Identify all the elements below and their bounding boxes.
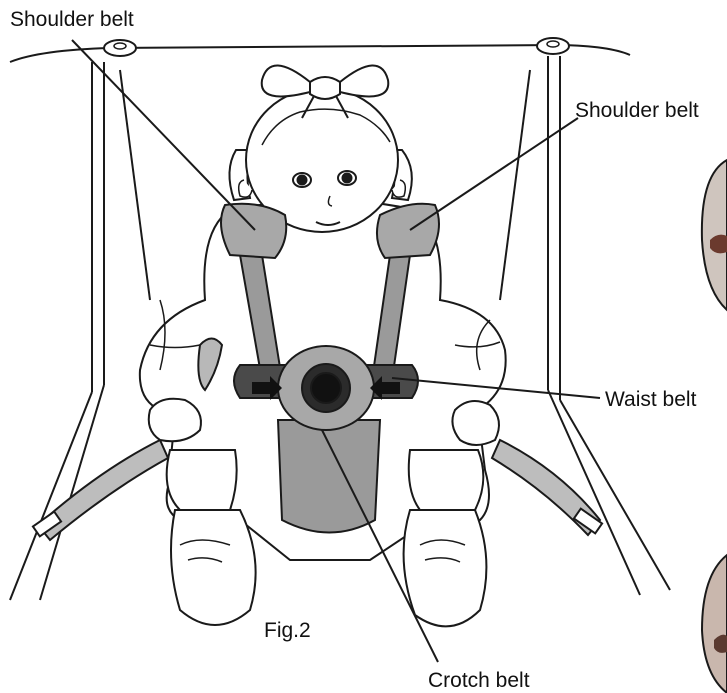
frame-knob-left	[104, 40, 136, 56]
side-strap-right	[492, 440, 602, 535]
baby-leg-right	[404, 450, 487, 626]
label-shoulder-belt-left: Shoulder belt	[10, 9, 134, 30]
detail-photo-top	[702, 160, 727, 310]
baby-hand-right	[452, 401, 499, 445]
frame-knob-right	[537, 38, 569, 54]
label-waist-belt: Waist belt	[605, 389, 696, 410]
detail-photo-bottom	[702, 555, 727, 693]
figure-caption: Fig.2	[264, 620, 311, 641]
label-shoulder-belt-right: Shoulder belt	[575, 100, 699, 121]
baby-hand-left	[149, 399, 201, 442]
leader-shoulder-right	[410, 118, 578, 230]
leader-shoulder-left	[72, 40, 255, 230]
label-crotch-belt: Crotch belt	[428, 670, 530, 691]
